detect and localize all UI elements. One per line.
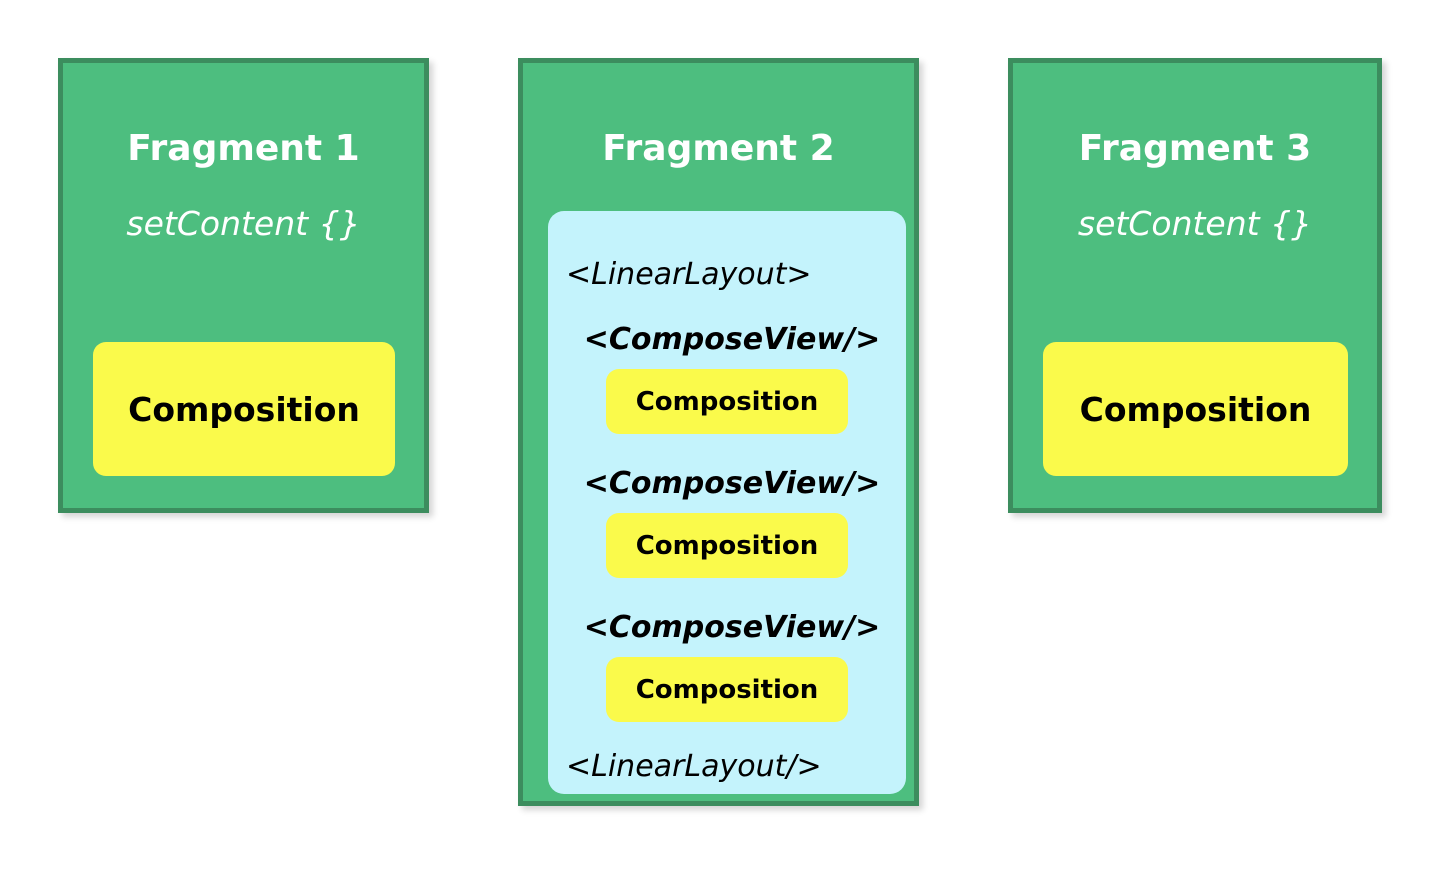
composeview-tag-1: <ComposeView/> xyxy=(583,322,881,357)
composeview-tag-3: <ComposeView/> xyxy=(583,610,881,645)
composition-box-2: Composition xyxy=(606,513,848,578)
composition-box-3: Composition xyxy=(606,657,848,722)
linear-layout-panel: <LinearLayout> <ComposeView/> Compositio… xyxy=(548,211,906,794)
fragment-3-composition-box: Composition xyxy=(1043,342,1348,476)
fragment-3-title: Fragment 3 xyxy=(1078,128,1312,169)
linearlayout-close-tag: <LinearLayout/> xyxy=(566,749,822,784)
fragment-1-title: Fragment 1 xyxy=(127,128,360,169)
fragment-1-setcontent-label: setContent {} xyxy=(126,204,361,243)
composition-box-1: Composition xyxy=(606,369,848,434)
fragment-card-3: Fragment 3 setContent {} Composition xyxy=(1008,58,1382,513)
fragment-card-2: Fragment 2 <LinearLayout> <ComposeView/>… xyxy=(518,58,919,806)
fragment-1-composition-box: Composition xyxy=(93,342,395,476)
fragment-card-1: Fragment 1 setContent {} Composition xyxy=(58,58,429,513)
fragment-3-setcontent-label: setContent {} xyxy=(1077,204,1313,243)
fragment-2-title: Fragment 2 xyxy=(602,128,835,169)
composeview-tag-2: <ComposeView/> xyxy=(583,466,881,501)
linearlayout-open-tag: <LinearLayout> xyxy=(566,257,812,292)
